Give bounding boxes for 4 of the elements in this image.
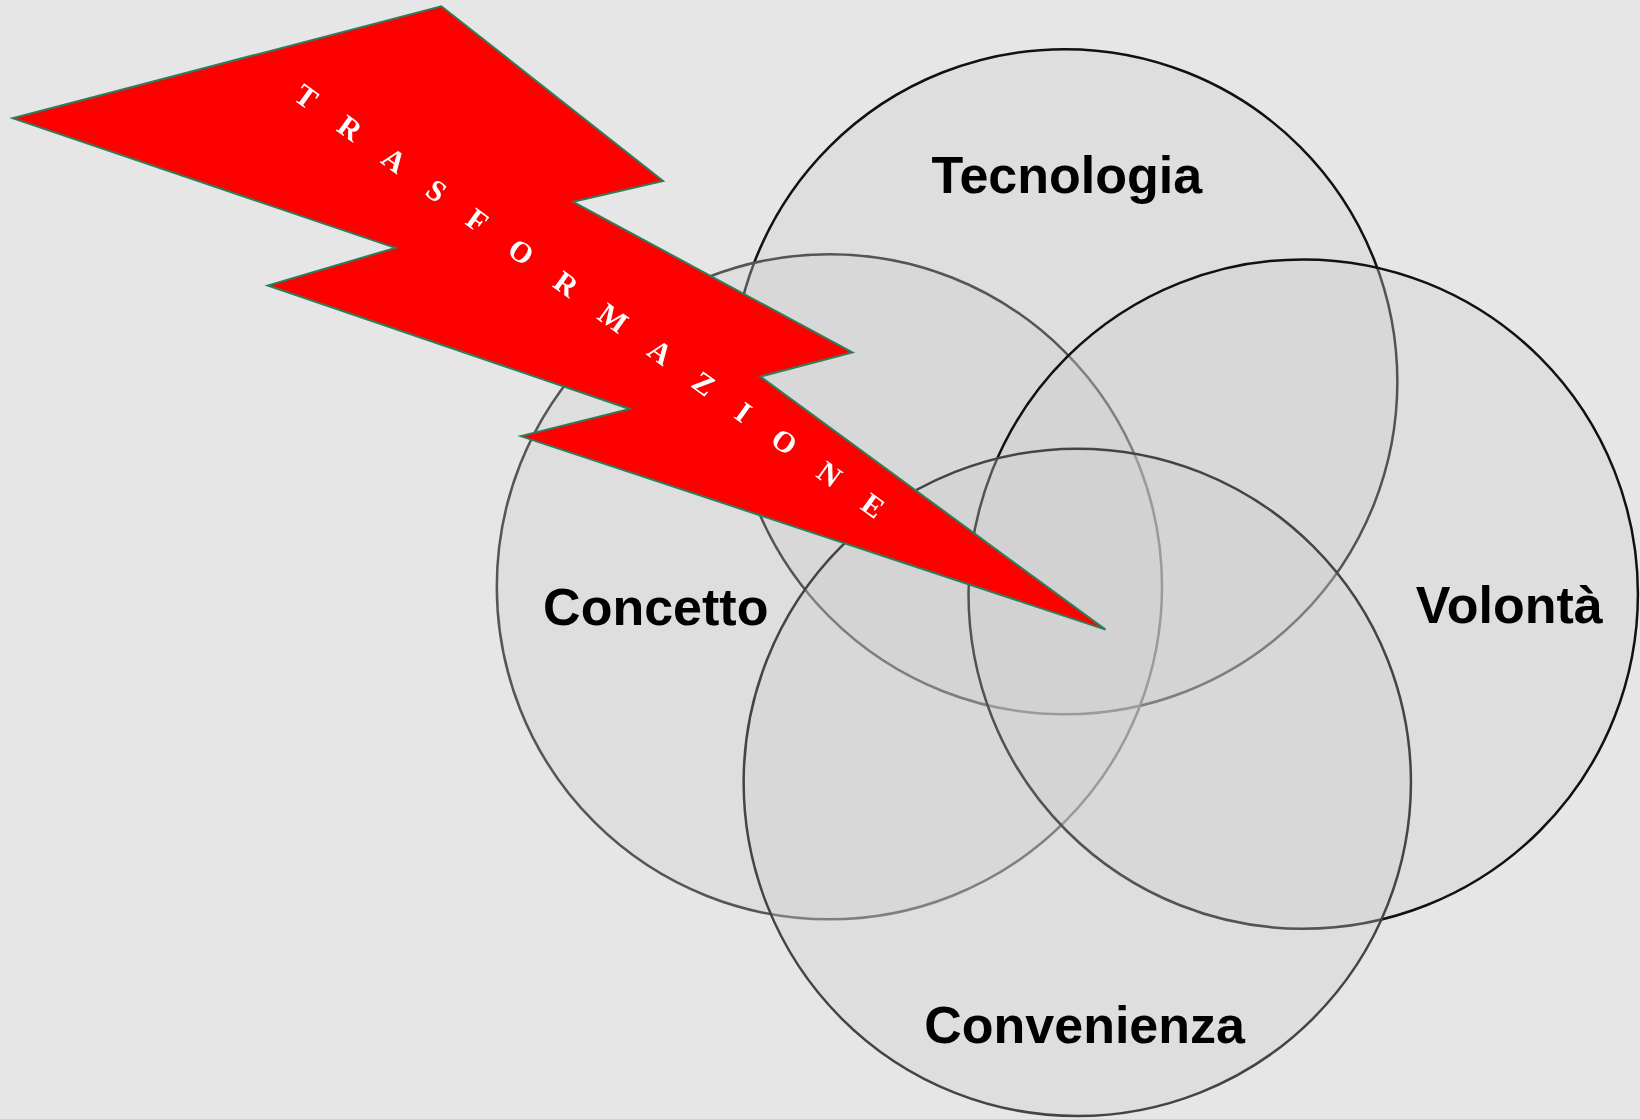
circle-label: Concetto [543, 576, 769, 637]
circle-label: Tecnologia [931, 144, 1203, 205]
circle-label: Convenienza [924, 995, 1245, 1055]
circle-label: Volontà [1415, 574, 1603, 635]
